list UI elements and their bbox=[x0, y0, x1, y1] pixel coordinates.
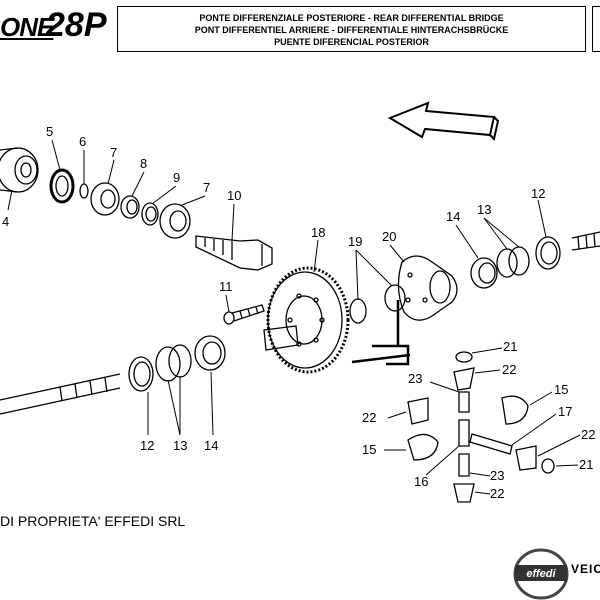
callout-16: 16 bbox=[414, 474, 428, 489]
callout-10: 10 bbox=[227, 188, 241, 203]
washer-part-6 bbox=[79, 183, 89, 199]
callout-22-top: 22 bbox=[502, 362, 516, 377]
brand-wordmark: VEIC bbox=[571, 562, 600, 576]
crown-gear-part-18 bbox=[263, 266, 350, 374]
title-block: PONTE DIFFERENZIALE POSTERIORE - REAR DI… bbox=[117, 6, 586, 52]
spacer-part-8 bbox=[120, 195, 140, 219]
title-line-2: PONT DIFFERENTIEL ARRIERE - DIFFERENTIAL… bbox=[194, 25, 509, 35]
callout-leaders bbox=[7, 139, 581, 495]
callout-15-right: 15 bbox=[554, 382, 568, 397]
axle-shaft-lower bbox=[0, 373, 121, 415]
flange-part-4 bbox=[0, 147, 39, 193]
manufacturer-logo-fragment: ONE bbox=[0, 12, 54, 42]
pin-part-23-lower bbox=[458, 453, 470, 477]
title-line-3: PUENTE DIFERENCIAL POSTERIOR bbox=[274, 37, 429, 47]
washer-part-21-top bbox=[455, 351, 473, 363]
shims-part-13-upper bbox=[496, 246, 530, 278]
bearing-part-7b bbox=[159, 203, 191, 239]
assembly-bracket-line bbox=[351, 353, 411, 364]
svg-text:effedi: effedi bbox=[526, 568, 556, 580]
callout-17: 17 bbox=[558, 404, 572, 419]
direction-arrow-shadow bbox=[489, 116, 500, 141]
bevel-gear-part-22-left bbox=[407, 397, 429, 425]
callout-8: 8 bbox=[140, 156, 147, 171]
callout-5: 5 bbox=[46, 124, 53, 139]
callout-22-left: 22 bbox=[362, 410, 376, 425]
callout-21-right: 21 bbox=[579, 457, 593, 472]
bevel-gear-part-22-top bbox=[453, 367, 475, 391]
callout-23-lower: 23 bbox=[490, 468, 504, 483]
callout-6: 6 bbox=[79, 134, 86, 149]
seal-part-12-upper bbox=[535, 236, 561, 270]
washer-part-21-right bbox=[541, 458, 555, 474]
shims-part-13-lower bbox=[155, 344, 192, 382]
bevel-gear-part-22-right bbox=[515, 445, 537, 471]
shim-part-19b bbox=[384, 284, 406, 312]
title-line-1: PONTE DIFFERENZIALE POSTERIORE - REAR DI… bbox=[199, 13, 504, 23]
callout-9: 9 bbox=[173, 170, 180, 185]
callout-7b: 7 bbox=[203, 180, 210, 195]
pin-part-23-middle bbox=[458, 419, 470, 447]
callout-12-upper: 12 bbox=[531, 186, 545, 201]
bearing-part-14-lower bbox=[194, 335, 226, 371]
bearing-part-7a bbox=[90, 182, 120, 216]
callout-20: 20 bbox=[382, 229, 396, 244]
pinion-shaft-part-10 bbox=[195, 235, 273, 271]
callout-11: 11 bbox=[219, 279, 233, 294]
cross-shaft-part-17 bbox=[469, 433, 513, 455]
callout-4: 4 bbox=[2, 214, 9, 229]
callout-14-lower: 14 bbox=[204, 438, 218, 453]
callout-22-right: 22 bbox=[581, 427, 595, 442]
callout-13-lower: 13 bbox=[173, 438, 187, 453]
callout-15-left: 15 bbox=[362, 442, 376, 457]
callout-21-top: 21 bbox=[503, 339, 517, 354]
title-block-side-cell bbox=[592, 6, 600, 52]
callout-13-upper: 13 bbox=[477, 202, 491, 217]
seal-part-12-lower bbox=[128, 356, 154, 392]
axle-shaft-upper bbox=[571, 231, 600, 251]
callout-7a: 7 bbox=[110, 145, 117, 160]
bolt-part-11 bbox=[223, 304, 265, 325]
callout-19: 19 bbox=[348, 234, 362, 249]
effedi-brand-logo: effedi bbox=[513, 548, 569, 600]
ring-part-9 bbox=[141, 202, 159, 226]
shim-part-19a bbox=[349, 298, 367, 324]
planet-gear-part-15-left bbox=[407, 433, 439, 461]
callout-23-upper: 23 bbox=[408, 371, 422, 386]
callout-18: 18 bbox=[311, 225, 325, 240]
bevel-gear-part-22-bottom bbox=[453, 483, 475, 503]
model-code: 28P bbox=[46, 6, 107, 44]
bearing-part-14-upper bbox=[470, 257, 498, 289]
callout-12-lower: 12 bbox=[140, 438, 154, 453]
planet-gear-part-15-right bbox=[501, 395, 529, 425]
differential-carrier-part-20 bbox=[397, 255, 458, 321]
pin-part-23-upper bbox=[458, 391, 470, 413]
seal-part-5 bbox=[49, 168, 75, 204]
callout-22-bottom: 22 bbox=[490, 486, 504, 501]
ownership-notice: DI PROPRIETA' EFFEDI SRL bbox=[0, 513, 186, 529]
direction-arrow bbox=[387, 101, 496, 139]
callout-14-upper: 14 bbox=[446, 209, 460, 224]
